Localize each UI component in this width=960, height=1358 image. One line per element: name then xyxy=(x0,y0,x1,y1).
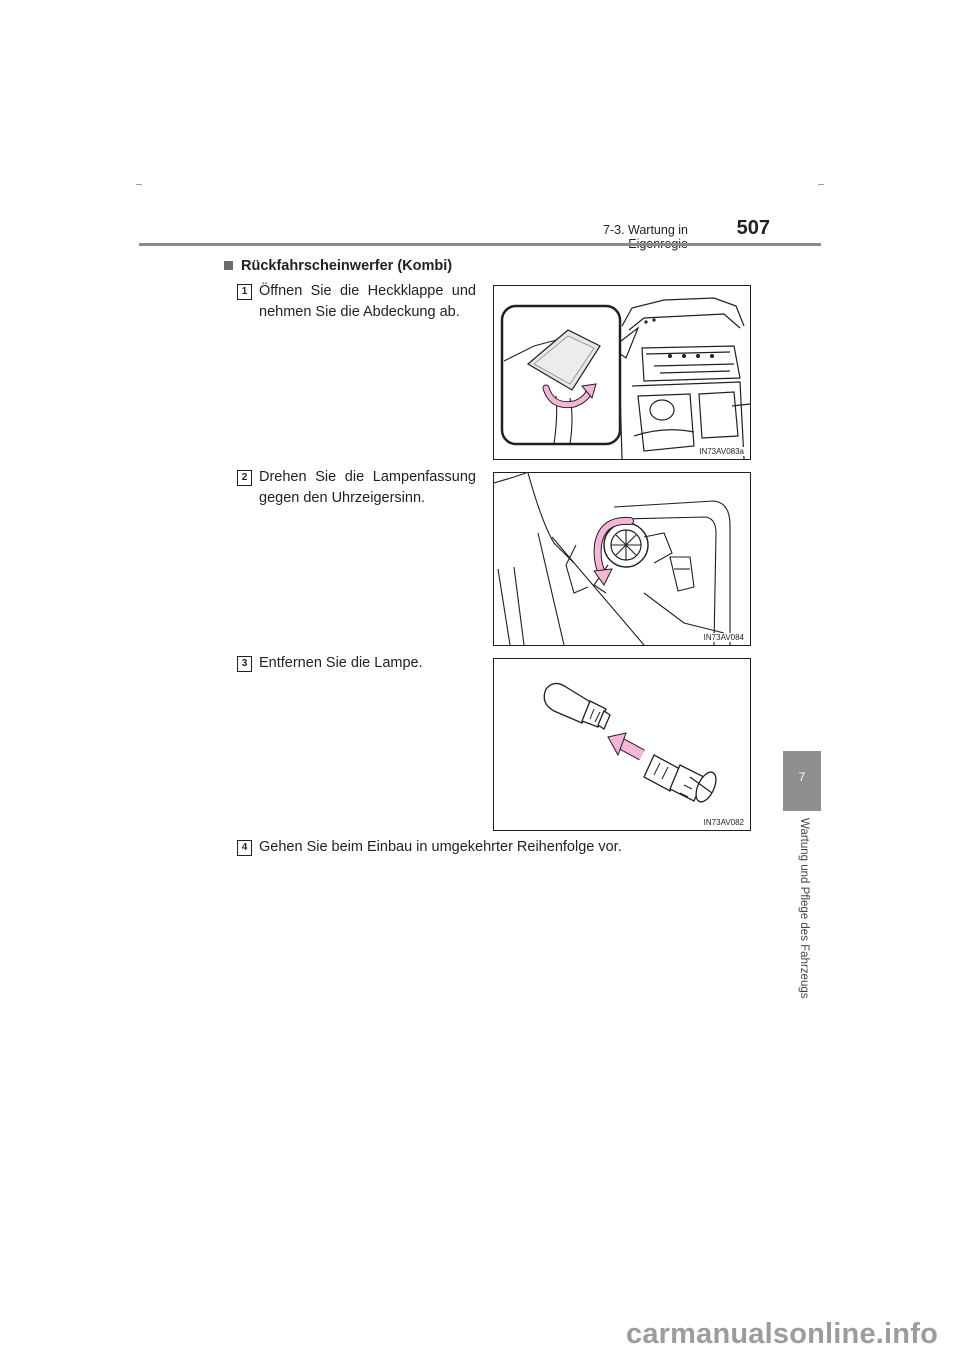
watermark-logo[interactable]: carmanualsonline.info xyxy=(626,1318,938,1350)
bulb-illustration xyxy=(543,682,717,803)
section-title-text: Rückfahrscheinwerfer (Kombi) xyxy=(241,258,453,274)
step-text-3: Entfernen Sie die Lampe. xyxy=(259,655,423,671)
step-number-1: 1 xyxy=(237,284,252,300)
crop-mark xyxy=(818,184,824,185)
step-number-2: 2 xyxy=(237,470,252,486)
crop-mark xyxy=(136,184,142,185)
tailgate-illustration xyxy=(500,297,750,459)
chapter-tab[interactable]: 7 xyxy=(783,751,821,811)
figure-turn-socket: IN73AV084 xyxy=(493,472,751,646)
step-text-4: Gehen Sie beim Einbau in umgekehrter Rei… xyxy=(259,839,622,855)
chapter-tab-label: Wartung und Pflege des Fahrzeugs xyxy=(798,818,810,999)
step-text-1: Öffnen Sie die Heckklappe und nehmen Sie… xyxy=(259,283,476,320)
figure-open-tailgate: IN73AV083a xyxy=(493,285,751,460)
socket-illustration xyxy=(494,473,731,645)
step-number-3: 3 xyxy=(237,656,252,672)
figure-code: IN73AV082 xyxy=(702,818,745,827)
section-title: Rückfahrscheinwerfer (Kombi) xyxy=(224,258,452,274)
chapter-title: 7-3. Wartung in Eigenregie xyxy=(603,223,688,251)
bullet-square-icon xyxy=(224,260,233,270)
figure-code: IN73AV084 xyxy=(702,633,745,642)
figure-remove-bulb: IN73AV082 xyxy=(493,658,751,831)
header-rule xyxy=(139,243,821,246)
figure-code: IN73AV083a xyxy=(698,447,745,456)
step-text-2: Drehen Sie die Lampenfassung gegen den U… xyxy=(259,469,476,506)
step-number-4: 4 xyxy=(237,840,252,856)
page-number: 507 xyxy=(736,217,770,239)
